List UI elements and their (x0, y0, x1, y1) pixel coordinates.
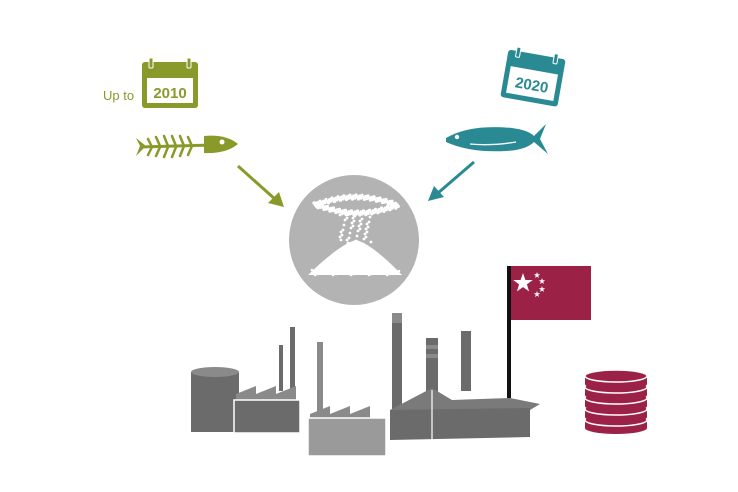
fish-icon (446, 124, 548, 154)
arrow-down-right-icon (236, 164, 284, 207)
coin-stack-icon (584, 369, 648, 434)
arrow-down-left-icon (428, 160, 475, 201)
factory-building-left (233, 327, 301, 434)
right-calendar: 2020 (500, 46, 566, 107)
storage-tank (191, 367, 239, 432)
left-calendar: Up to 2010 (103, 57, 198, 108)
year-2010-label: 2010 (153, 85, 186, 102)
chimneys (392, 313, 471, 409)
factory-icon (191, 266, 540, 457)
factory-building-main (390, 388, 540, 440)
calendar-icon: 2020 (500, 46, 566, 107)
calendar-icon: 2010 (142, 57, 198, 108)
flagpole (507, 266, 511, 398)
fish-skeleton-icon (136, 134, 238, 159)
up-to-label: Up to (103, 88, 134, 103)
china-flag-icon (511, 266, 591, 320)
factory-building-middle (307, 342, 387, 457)
year-2020-label: 2020 (514, 74, 550, 97)
fishmeal-circle-icon (289, 175, 419, 305)
